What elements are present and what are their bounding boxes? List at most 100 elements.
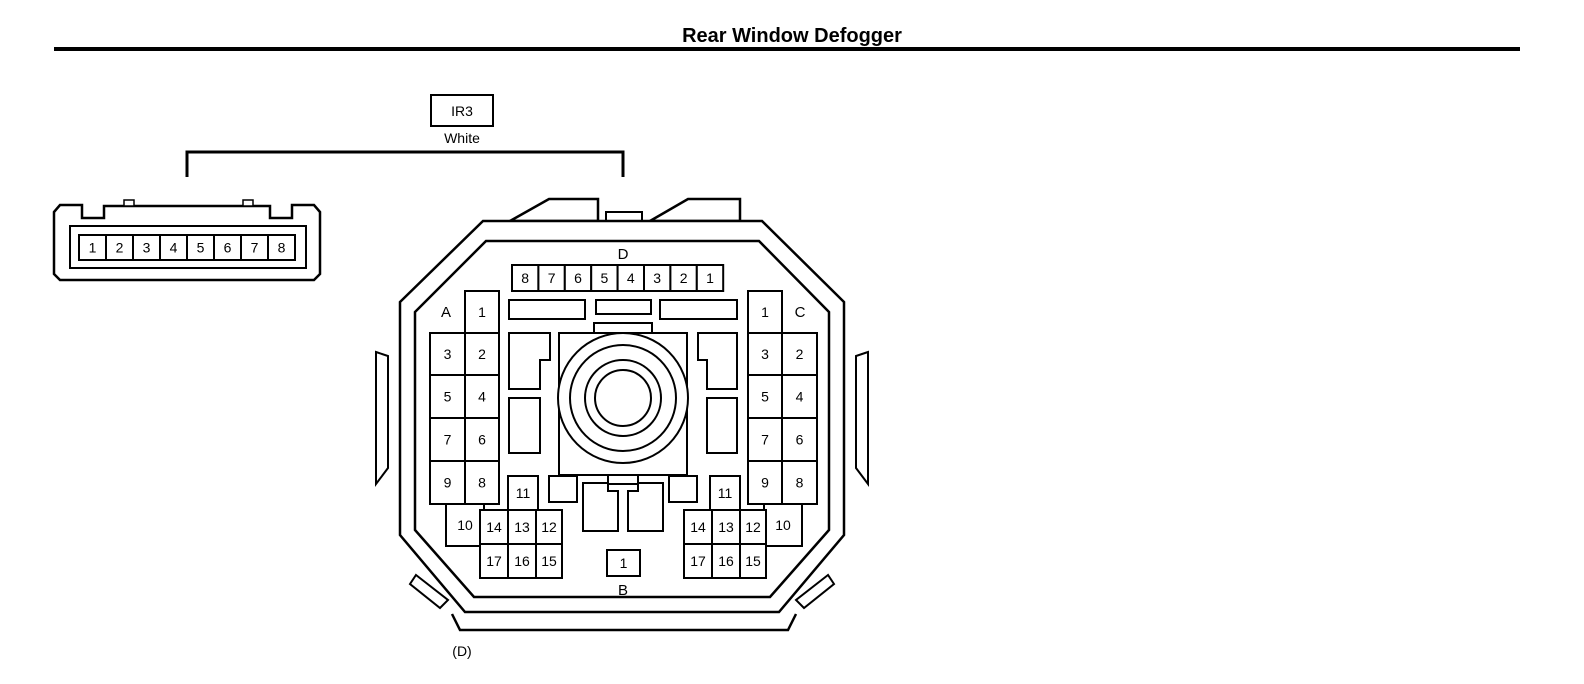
c-pin-8: 8 [781,460,818,505]
b-pin-1: 1 [606,549,641,577]
d-pin-8: 8 [511,264,540,292]
key-slot [582,482,619,532]
c-pin-5-box [747,374,783,419]
c-pin-14-label: 14 [690,519,706,535]
c-pin-10-box [763,503,803,547]
d-pin-1: 1 [695,264,725,292]
key-slot [595,299,652,315]
small-pin-1-box [78,234,107,261]
c-pin-16: 16 [711,543,741,579]
small-pin-2: 2 [105,234,134,261]
key-slot [508,299,586,320]
key-slot [697,332,738,390]
a-pin-11: 11 [507,475,539,511]
key-slot [508,332,551,390]
a-pin-8-box [464,460,500,505]
small-pin-2-label: 2 [116,240,124,256]
c-pin-2: 2 [781,332,818,376]
c-pin-17-label: 17 [690,553,706,569]
c-pin-14-box [683,509,713,545]
housing-lip [450,613,798,632]
a-pin-15-label: 15 [541,553,557,569]
a-pin-9: 9 [429,460,466,505]
c-pin-17: 17 [683,543,713,579]
a-pin-13-label: 13 [514,519,530,535]
c-pin-1: 1 [747,290,783,334]
key-slot [548,475,578,503]
d-pin-6-label: 6 [574,270,582,286]
a-pin-17: 17 [479,543,509,579]
d-pin-7-box [537,264,566,292]
a-pin-6-label: 6 [478,432,486,448]
c-pin-6-label: 6 [796,432,804,448]
c-pin-17-box [683,543,713,579]
d-pin-3: 3 [643,264,672,292]
a-pin-9-label: 9 [444,475,452,491]
small-pin-1: 1 [78,234,107,261]
key-slot [627,482,664,532]
c-pin-3-label: 3 [761,346,769,362]
a-pin-16: 16 [507,543,537,579]
a-pin-2: 2 [464,332,500,376]
a-pin-6: 6 [464,417,500,462]
a-pin-17-box [479,543,509,579]
d-pin-8-box [511,264,540,292]
small-pin-5: 5 [186,234,215,261]
c-pin-10: 10 [763,503,803,547]
a-pin-16-box [507,543,537,579]
c-pin-10-label: 10 [775,517,791,533]
d-pin-1-box [695,264,725,292]
c-pin-8-label: 8 [796,475,804,491]
key-slot [659,299,738,320]
c-pin-15: 15 [739,543,767,579]
key-slot [508,397,541,454]
d-pin-7: 7 [537,264,566,292]
c-pin-15-label: 15 [745,553,761,569]
c-pin-9: 9 [747,460,783,505]
small-pin-3-label: 3 [143,240,151,256]
a-pin-2-label: 2 [478,346,486,362]
d-pin-5-label: 5 [601,270,609,286]
a-pin-1: 1 [464,290,500,334]
section-label-c: C [795,304,806,321]
c-pin-12: 12 [739,509,767,545]
d-pin-5-box [590,264,619,292]
center-boss-ring [594,369,652,427]
d-pin-2-label: 2 [680,270,688,286]
connector-color: White [444,130,480,146]
c-pin-1-label: 1 [761,304,769,320]
title-rule [54,47,1520,51]
c-pin-11: 11 [709,475,741,511]
side-clip-right [855,350,869,487]
c-pin-9-label: 9 [761,475,769,491]
small-pin-1-label: 1 [89,240,97,256]
a-pin-10-label: 10 [457,517,473,533]
small-pin-7: 7 [240,234,269,261]
c-pin-6: 6 [781,417,818,462]
small-pin-3-box [132,234,161,261]
connector-code-box [430,94,494,127]
small-pin-6: 6 [213,234,242,261]
section-label-b: B [618,582,628,599]
small-connector-tab [242,199,254,207]
a-pin-10-box [445,503,485,547]
a-pin-5: 5 [429,374,466,419]
small-pin-4-box [159,234,188,261]
boss-bottom-tab [607,474,639,485]
c-pin-7-box [747,417,783,462]
a-pin-4-label: 4 [478,389,486,405]
d-pin-3-label: 3 [653,270,661,286]
c-pin-16-label: 16 [718,553,734,569]
a-pin-3: 3 [429,332,466,376]
connector-bracket [185,150,625,177]
c-pin-5-label: 5 [761,389,769,405]
small-pin-6-box [213,234,242,261]
b-pin-1-label: 1 [620,555,628,571]
section-label-d: D [618,246,629,263]
latch-left [505,197,600,223]
a-pin-13: 13 [507,509,537,545]
small-pin-6-label: 6 [224,240,232,256]
